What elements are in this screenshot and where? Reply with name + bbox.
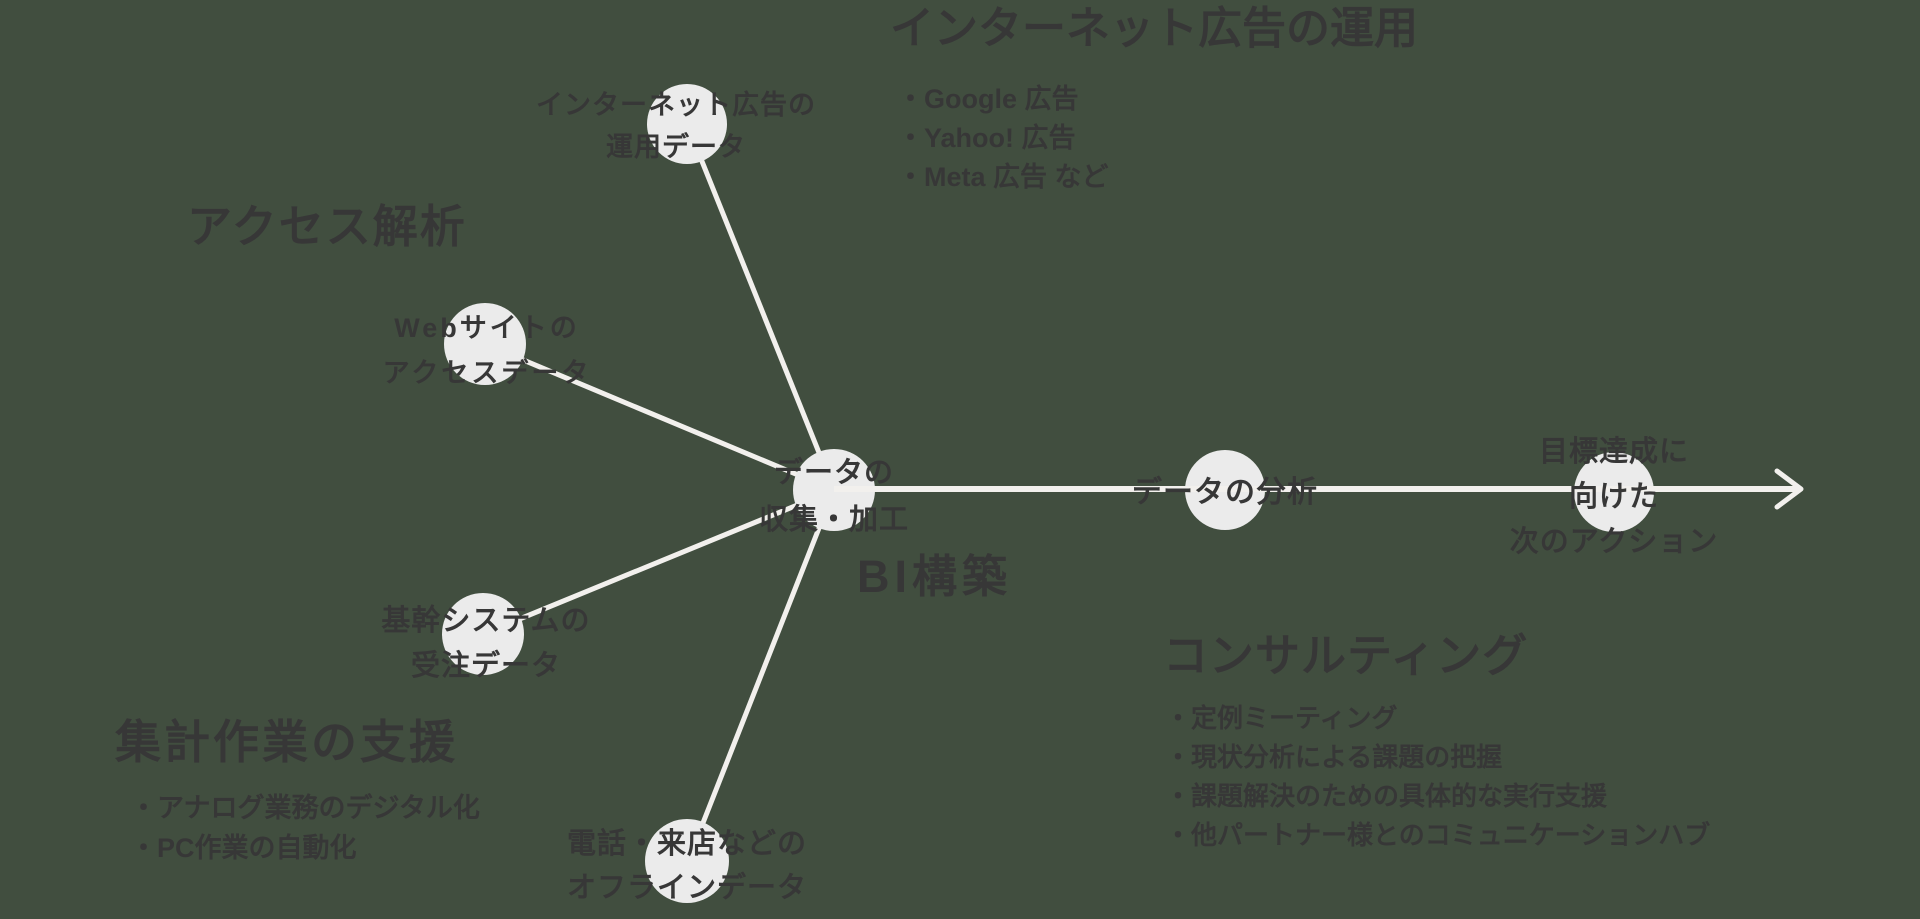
bullet-item: ・Yahoo! 広告 [897, 123, 1076, 153]
core-system-node-label: 基幹システムの 受注データ [381, 599, 590, 689]
internet-ads-node-label: インターネット広告の 運用データ [536, 84, 816, 168]
bullet-item: ・課題解決のための具体的な実行支援 [1165, 781, 1608, 811]
core-system-node-circle [442, 593, 524, 675]
arrow-right-icon [1774, 468, 1804, 510]
node-label-line: オフラインデータ [566, 872, 808, 904]
node-label-line: インターネット広告の [536, 90, 816, 120]
section-title-consulting: コンサルティング [1163, 630, 1529, 681]
bullet-item: ・アナログ業務のデジタル化 [130, 793, 480, 823]
section-title-internet-ads: インターネット広告の運用 [890, 4, 1418, 53]
node-label-line: Webサイトの [394, 313, 580, 343]
node-label-line: データの分析 [1132, 476, 1318, 509]
connector-core-system [482, 487, 835, 637]
node-label-line: 運用データ [606, 132, 746, 162]
node-label-line: 受注データ [410, 650, 562, 682]
aggregation-bullet-list: ・アナログ業務のデジタル化 ・PC作業の自動化 [130, 788, 480, 868]
bullet-item: ・Meta 広告 など [897, 162, 1109, 192]
internet-ads-node-circle [647, 84, 727, 164]
data-analysis-node-label: データの分析 [1132, 476, 1318, 510]
data-collection-node-label: データの 収集・加工 [759, 450, 909, 544]
node-label-line: 向けた [1568, 481, 1659, 513]
node-label-line: 電話・来店などの [566, 828, 808, 860]
connector-offline [685, 489, 837, 862]
connector-internet-ads [684, 123, 837, 491]
offline-node-label: 電話・来店などの オフラインデータ [567, 822, 807, 910]
section-title-aggregation-support: 集計作業の支援 [115, 716, 458, 768]
connector-web-access [484, 341, 835, 493]
web-access-node-circle [444, 303, 526, 385]
offline-node-circle [645, 819, 729, 903]
node-label-line: データの [773, 457, 895, 489]
bullet-item: ・定例ミーティング [1165, 703, 1398, 733]
bullet-item: ・現状分析による課題の把握 [1165, 742, 1503, 772]
next-action-node-label: 目標達成に 向けた 次のアクション [1510, 430, 1719, 565]
bullet-item: ・Google 広告 [897, 84, 1079, 114]
node-label-line: 基幹システムの [381, 605, 591, 637]
node-label-line: 目標達成に [1538, 436, 1689, 468]
bullet-item: ・他パートナー様とのコミュニケーションハブ [1165, 820, 1711, 850]
node-label-line: 収集・加工 [758, 504, 910, 536]
bullet-item: ・PC作業の自動化 [130, 833, 357, 863]
section-title-access-analytics: アクセス解析 [187, 201, 467, 252]
node-label-line: アクセスデータ [382, 358, 592, 388]
node-label-line: 次のアクション [1509, 526, 1719, 558]
internet-ads-bullet-list: ・Google 広告 ・Yahoo! 広告 ・Meta 広告 など [897, 80, 1109, 197]
web-access-node-label: Webサイトの アクセスデータ [383, 306, 592, 396]
section-title-bi-build: BI構築 [857, 551, 1013, 602]
consulting-bullet-list: ・定例ミーティング ・現状分析による課題の把握 ・課題解決のための具体的な実行支… [1165, 699, 1710, 855]
